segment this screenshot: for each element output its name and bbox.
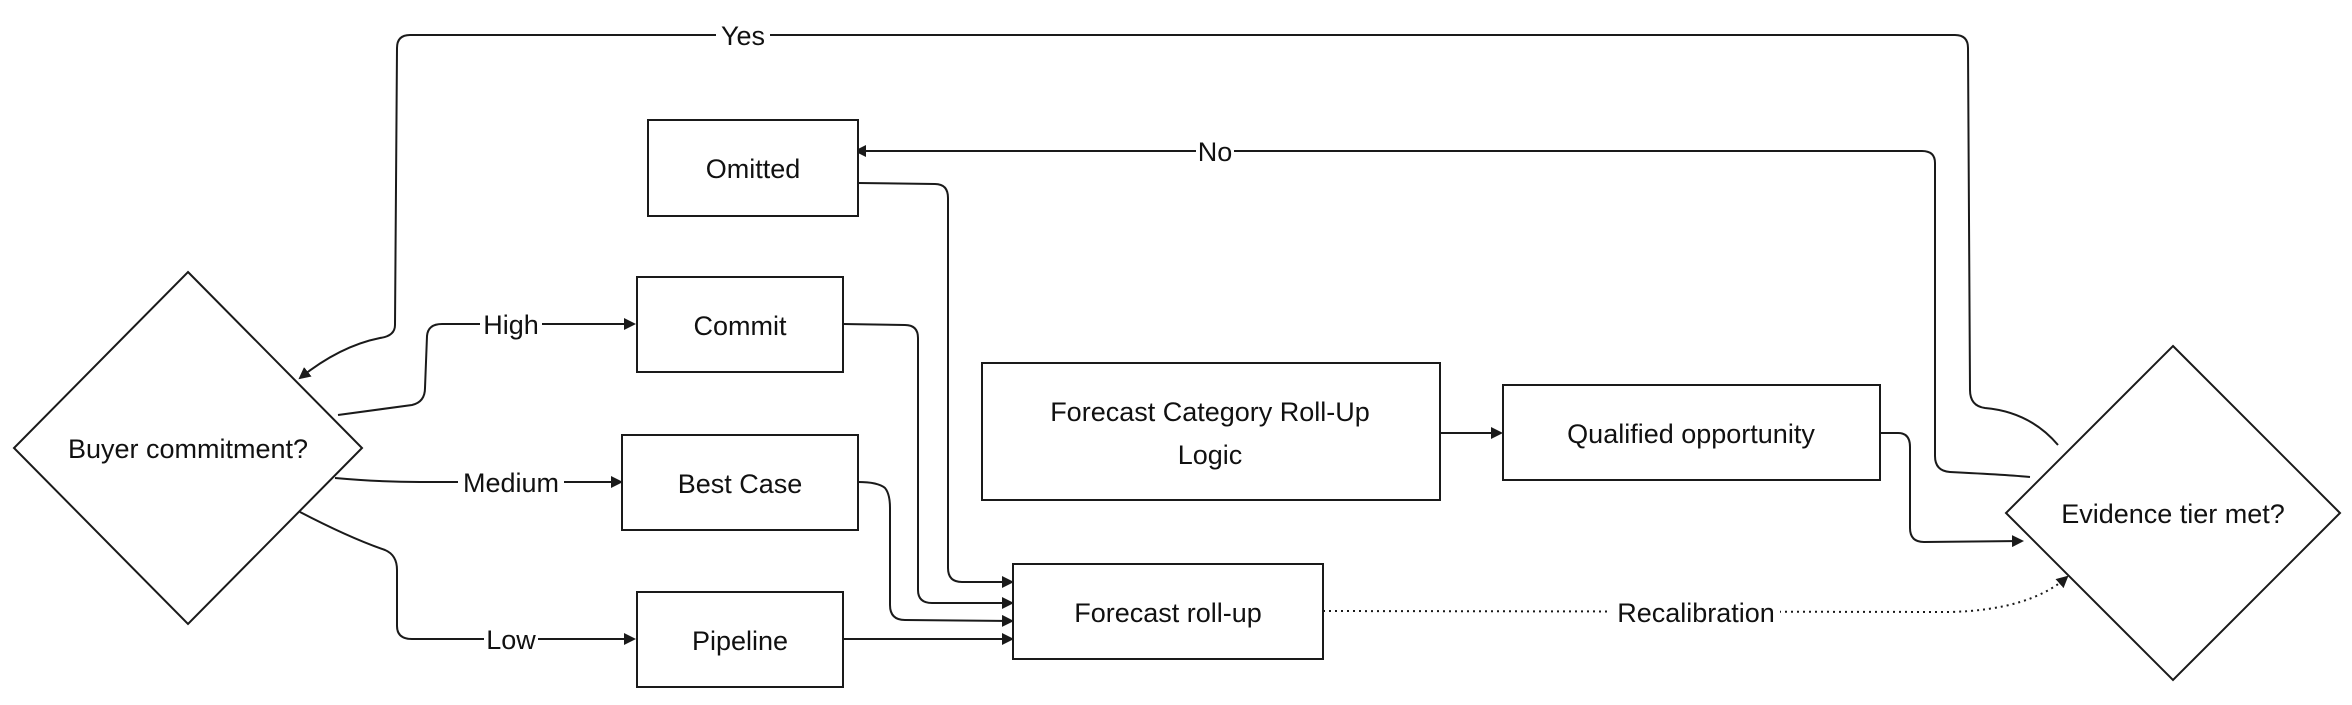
title-line-2: Logic	[1178, 440, 1243, 470]
buyer-commitment-decision[interactable]	[12, 270, 364, 626]
buyer-commitment-label: Buyer commitment?	[68, 434, 308, 464]
omitted-node[interactable]	[647, 119, 859, 217]
best-case-label: Best Case	[678, 469, 803, 499]
forecast-rollup-label: Forecast roll-up	[1074, 598, 1262, 628]
edge-label-medium: Medium	[463, 468, 559, 498]
edge-label-recalibration: Recalibration	[1617, 598, 1775, 628]
qualified-opportunity-label: Qualified opportunity	[1567, 419, 1815, 449]
edge-commit-rollup	[842, 323, 1014, 609]
edge-label-low: Low	[486, 625, 536, 655]
evidence-tier-decision[interactable]	[2004, 344, 2342, 682]
qualified-opportunity-node[interactable]	[1502, 384, 1881, 481]
edge-no	[854, 145, 2031, 478]
commit-label: Commit	[694, 311, 787, 341]
edge-omitted-rollup	[857, 182, 1014, 588]
edge-medium	[334, 476, 623, 488]
edge-qualified-evidence	[1880, 432, 2024, 548]
edge-low	[299, 511, 636, 645]
title-line-1: Forecast Category Roll-Up	[1050, 397, 1370, 427]
forecast-rollup-node[interactable]	[1012, 563, 1324, 660]
pipeline-label: Pipeline	[692, 626, 788, 656]
edge-label-high: High	[483, 310, 539, 340]
omitted-label: Omitted	[706, 154, 801, 184]
evidence-tier-label: Evidence tier met?	[2061, 499, 2285, 529]
commit-node[interactable]	[636, 276, 844, 373]
edge-recalibration	[1322, 575, 2069, 614]
pipeline-node[interactable]	[636, 591, 844, 688]
edge-label-no: No	[1198, 137, 1233, 167]
edge-yes	[298, 34, 2059, 446]
edge-label-yes: Yes	[721, 21, 765, 51]
best-case-node[interactable]	[621, 434, 859, 531]
edge-high	[337, 318, 636, 416]
title-node[interactable]	[981, 362, 1441, 501]
edge-bestcase-rollup	[857, 481, 1014, 627]
